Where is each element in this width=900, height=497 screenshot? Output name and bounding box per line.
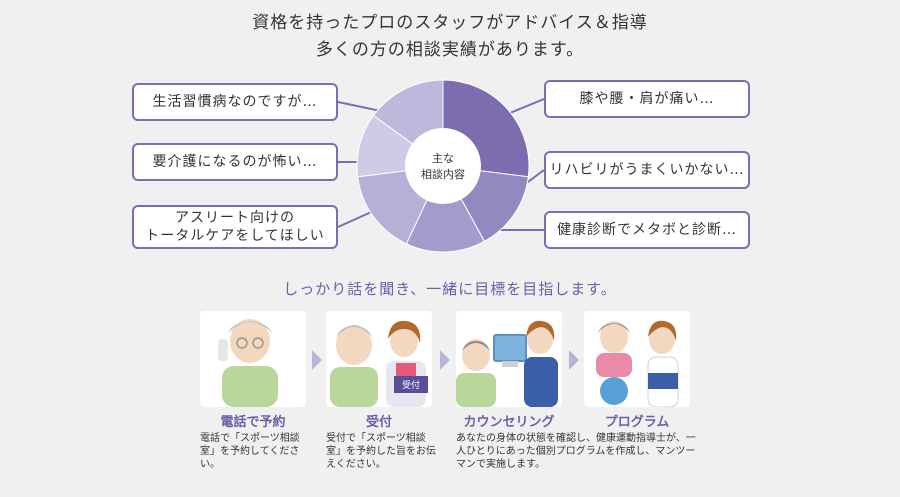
step-title: カウンセリング bbox=[463, 415, 555, 430]
step-arrow-icon bbox=[312, 350, 322, 370]
pie-center-label-line2: 相談内容 bbox=[421, 167, 465, 181]
pie-center-label-line1: 主な bbox=[432, 152, 454, 165]
heading-line1: 資格を持ったプロのスタッフがアドバイス＆指導 bbox=[252, 13, 648, 33]
counseling-computer-icon bbox=[456, 320, 558, 407]
callout-text-line1: アスリート向けの bbox=[175, 210, 295, 226]
step-program: プログラム bbox=[584, 311, 690, 430]
reception-badge: 受付 bbox=[393, 376, 428, 393]
step-illustration-program bbox=[584, 311, 690, 407]
callout-text: 要介護になるのが怖い… bbox=[152, 154, 318, 170]
callout-text: 生活習慣病なのですが… bbox=[152, 94, 318, 110]
callout-metabo: 健康診断でメタボと診断… bbox=[544, 211, 750, 249]
step-title: 電話で予約 bbox=[220, 415, 286, 430]
step-description: 電話で「スポーツ相談室」を予約してください。 bbox=[200, 433, 300, 470]
step-illustration-reception: 受付 bbox=[326, 311, 432, 407]
section-subtitle: しっかり話を聞き、一緒に目標を目指します。 bbox=[283, 280, 617, 298]
step-illustration-phone bbox=[200, 311, 306, 407]
step-description: あなたの身体の状態を確認し、健康運動指導士が、一人ひとりにあった個別プログラムを… bbox=[456, 433, 696, 470]
pie-center-hole bbox=[405, 128, 481, 204]
pie-slice-2 bbox=[405, 164, 486, 253]
callout-text: リハビリがうまくいかない… bbox=[549, 162, 745, 178]
callout-text: 膝や腰・肩が痛い… bbox=[579, 91, 715, 107]
step-reception: 受付 受付 受付で「スポーツ相談室」を予約した旨をお伝えください。 bbox=[326, 311, 436, 471]
step-arrow-icon bbox=[569, 350, 579, 370]
step-title: 受付 bbox=[365, 415, 392, 430]
callout-text: 健康診断でメタボと診断… bbox=[557, 222, 737, 238]
callout-lifestyle-disease: 生活習慣病なのですが… bbox=[132, 83, 338, 121]
callout-rehab: リハビリがうまくいかない… bbox=[544, 151, 750, 189]
step-counseling: カウンセリング あなたの身体の状態を確認し、健康運動指導士が、一人ひとりにあった… bbox=[456, 311, 696, 471]
callout-knee-pain: 膝や腰・肩が痛い… bbox=[544, 80, 750, 118]
step-arrow-icon bbox=[440, 350, 450, 370]
step-illustration-counseling bbox=[456, 311, 562, 407]
callout-athlete-care: アスリート向けの トータルケアをしてほしい bbox=[132, 205, 338, 249]
step-description: 受付で「スポーツ相談室」を予約した旨をお伝えください。 bbox=[326, 433, 436, 470]
consultation-pie-chart: 主な 相談内容 bbox=[356, 79, 530, 253]
step-title: プログラム bbox=[604, 415, 670, 430]
exercise-ball-training-icon bbox=[596, 320, 679, 407]
callout-text-line2: トータルケアをしてほしい bbox=[145, 228, 325, 244]
step-phone-reservation: 電話で予約 電話で「スポーツ相談室」を予約してください。 bbox=[200, 311, 306, 471]
elderly-man-on-phone-icon bbox=[218, 319, 278, 407]
heading-line2: 多くの方の相談実績があります。 bbox=[315, 40, 585, 60]
callout-nursing-care: 要介護になるのが怖い… bbox=[132, 143, 338, 181]
